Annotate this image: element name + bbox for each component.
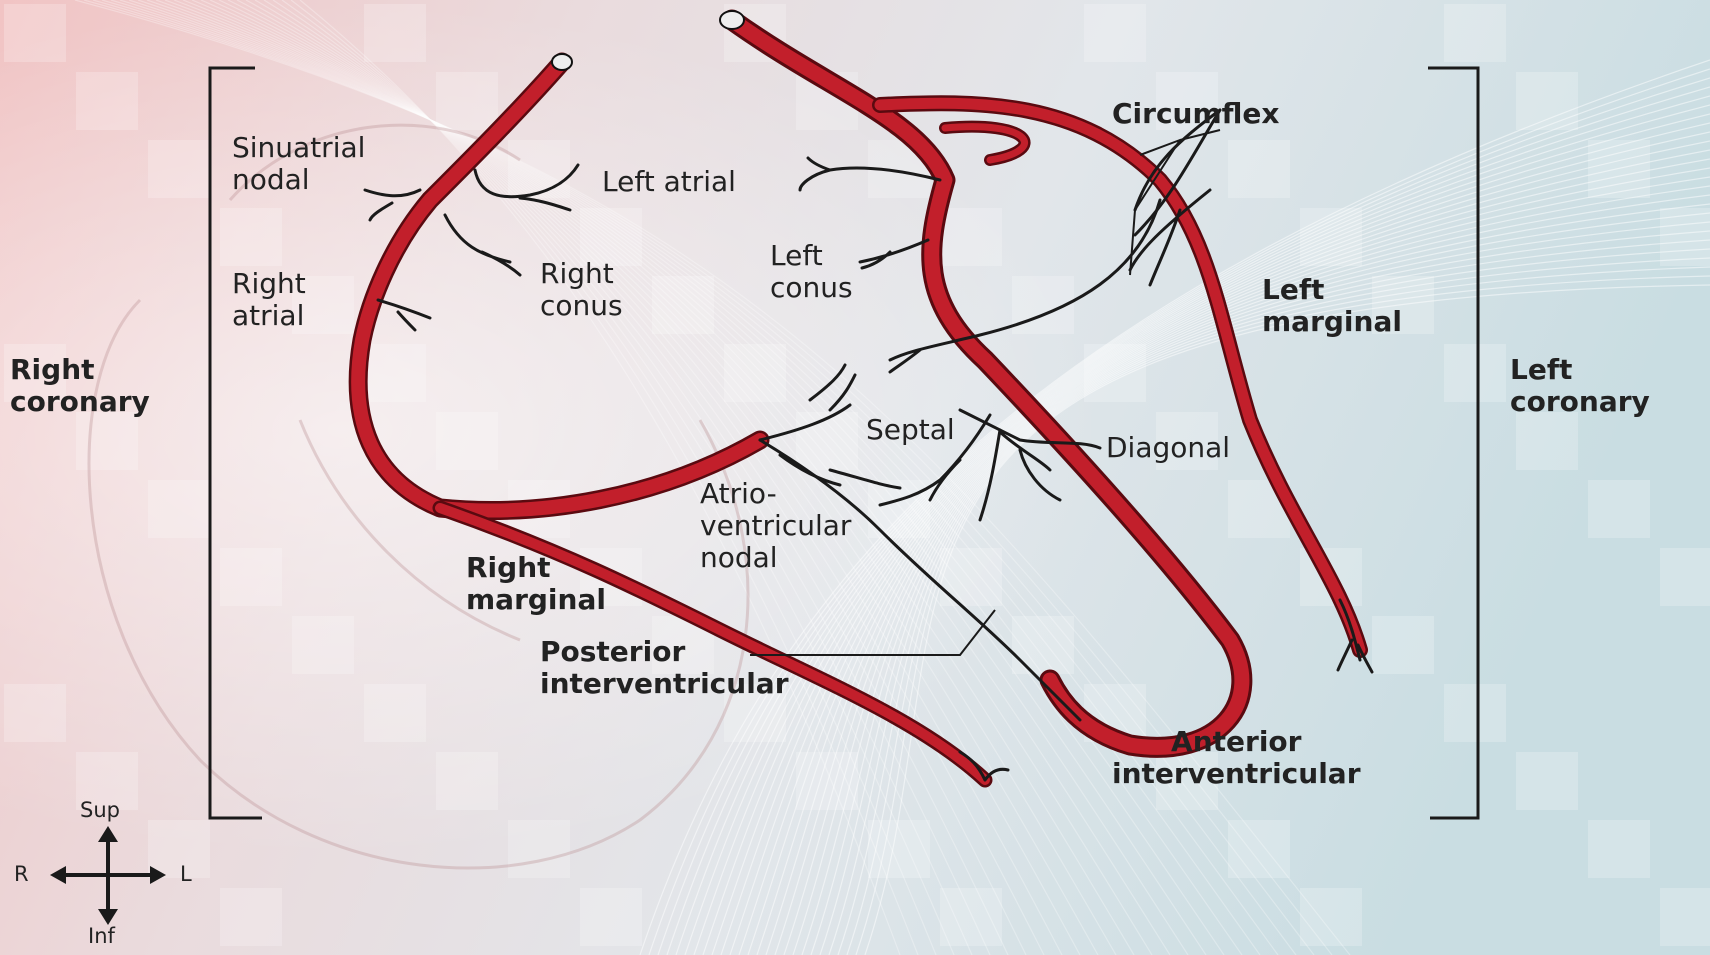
label-sinuatrial-nodal-line: nodal: [232, 164, 365, 196]
label-right-atrial: Rightatrial: [232, 268, 306, 332]
label-left-coronary-line: Left: [1510, 354, 1650, 386]
label-right-conus-line: Right: [540, 258, 623, 290]
label-diagonal: Diagonal: [1106, 432, 1230, 464]
label-right-coronary: Rightcoronary: [10, 354, 150, 418]
label-posterior-interventricular: Posteriorinterventricular: [540, 636, 789, 700]
label-right-marginal-line: marginal: [466, 584, 606, 616]
compass-l: L: [180, 862, 192, 886]
compass: [50, 826, 166, 925]
label-right-marginal-line: Right: [466, 552, 606, 584]
label-left-conus-line: conus: [770, 272, 853, 304]
label-circumflex: Circumflex: [1112, 98, 1279, 130]
label-anterior-interventricular-line: interventricular: [1112, 758, 1361, 790]
label-sinuatrial-nodal-line: Sinuatrial: [232, 132, 365, 164]
label-septal: Septal: [866, 414, 955, 446]
group-brackets: [210, 68, 1478, 818]
left-coronary-bracket: [1428, 68, 1478, 818]
label-posterior-interventricular-line: Posterior: [540, 636, 789, 668]
label-right-coronary-line: Right: [10, 354, 150, 386]
label-septal-line: Septal: [866, 414, 955, 446]
label-left-coronary: Leftcoronary: [1510, 354, 1650, 418]
label-left-marginal-line: marginal: [1262, 306, 1402, 338]
label-left-conus-line: Left: [770, 240, 853, 272]
label-right-atrial-line: atrial: [232, 300, 306, 332]
label-right-atrial-line: Right: [232, 268, 306, 300]
label-left-coronary-line: coronary: [1510, 386, 1650, 418]
label-left-atrial-line: Left atrial: [602, 166, 736, 198]
label-atrioventricular-nodal: Atrio-ventricularnodal: [700, 478, 851, 574]
compass-inf: Inf: [88, 924, 115, 948]
label-left-marginal-line: Left: [1262, 274, 1402, 306]
compass-r: R: [14, 862, 29, 886]
label-posterior-interventricular-line: interventricular: [540, 668, 789, 700]
label-anterior-interventricular-line: Anterior: [1112, 726, 1361, 758]
label-atrioventricular-nodal-line: nodal: [700, 542, 851, 574]
label-atrioventricular-nodal-line: ventricular: [700, 510, 851, 542]
label-right-coronary-line: coronary: [10, 386, 150, 418]
label-left-atrial: Left atrial: [602, 166, 736, 198]
label-diagonal-line: Diagonal: [1106, 432, 1230, 464]
compass-sup: Sup: [80, 798, 120, 822]
label-circumflex-line: Circumflex: [1112, 98, 1279, 130]
label-right-conus-line: conus: [540, 290, 623, 322]
label-atrioventricular-nodal-line: Atrio-: [700, 478, 851, 510]
